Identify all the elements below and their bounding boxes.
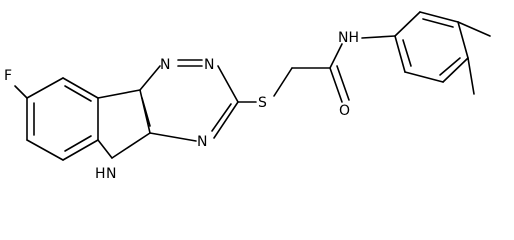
bond bbox=[111, 132, 151, 159]
double-bond-inner bbox=[211, 103, 232, 132]
bond-co-nh bbox=[329, 43, 343, 69]
atom-label-nitrogen: N bbox=[106, 166, 116, 182]
bond-c-o bbox=[329, 67, 343, 103]
structure-canvas: F N N N H N S O NH bbox=[4, 11, 491, 182]
bond bbox=[213, 101, 239, 139]
pyrrole-ring bbox=[97, 89, 151, 159]
bond bbox=[139, 65, 161, 91]
bond bbox=[217, 65, 239, 103]
bond bbox=[62, 139, 99, 161]
bond bbox=[394, 11, 421, 37]
bond bbox=[457, 21, 469, 59]
atom-label-nitrogen: N bbox=[197, 134, 207, 150]
double-bond-c-o bbox=[336, 65, 350, 101]
bond bbox=[62, 77, 99, 99]
triazine-ring bbox=[139, 59, 239, 142]
atom-label-nitrogen: N bbox=[160, 57, 170, 73]
molecule-diagram: F N N N H N S O NH bbox=[4, 11, 491, 182]
bond bbox=[26, 139, 64, 161]
atom-label-fluorine: F bbox=[4, 68, 12, 84]
bond bbox=[394, 35, 406, 73]
methyl-bond bbox=[467, 57, 475, 95]
bond bbox=[442, 57, 469, 83]
double-bond-inner bbox=[402, 39, 412, 67]
double-bond-inner bbox=[64, 135, 92, 152]
bond-nh-aryl bbox=[361, 35, 396, 39]
atom-label-nitrogen: N bbox=[204, 57, 214, 73]
double-bond-inner bbox=[422, 18, 454, 28]
atom-label-hydrogen: H bbox=[95, 166, 106, 182]
bond bbox=[404, 71, 444, 83]
double-bond-inner bbox=[141, 97, 151, 127]
atom-label-oxygen: O bbox=[339, 103, 350, 119]
bond bbox=[419, 11, 459, 23]
bond bbox=[149, 132, 197, 142]
bond-s-ch2 bbox=[273, 67, 293, 97]
bond bbox=[97, 89, 141, 99]
double-bond-inner bbox=[64, 85, 92, 102]
benzene-ring bbox=[26, 77, 99, 161]
bond-c-f bbox=[14, 85, 28, 99]
dimethylphenyl-ring bbox=[394, 11, 469, 83]
bond bbox=[139, 89, 151, 134]
bond bbox=[97, 139, 113, 159]
bond bbox=[26, 77, 64, 99]
atom-label-sulfur: S bbox=[258, 95, 267, 111]
atom-label-amide-nh: NH bbox=[338, 30, 359, 46]
methyl-bond bbox=[457, 21, 491, 37]
double-bond-inner bbox=[439, 57, 461, 76]
